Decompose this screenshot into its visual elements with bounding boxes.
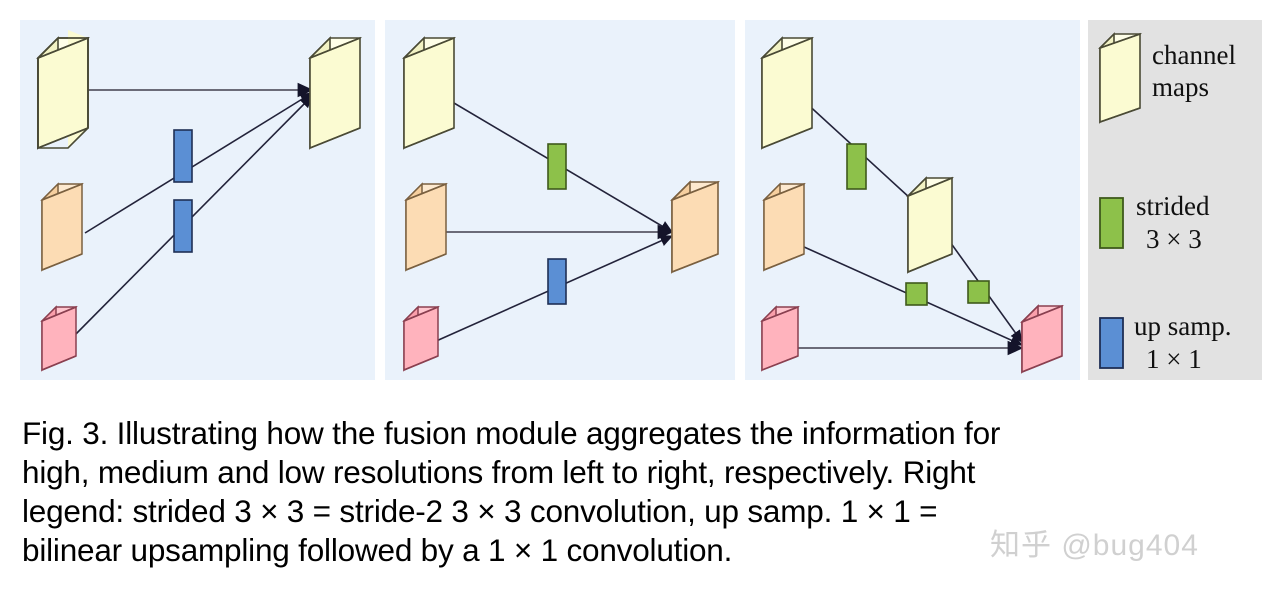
panel-1-source-low-res-cuboid bbox=[40, 305, 78, 372]
legend-channel-maps-label-line-1: channel bbox=[1152, 40, 1236, 70]
legend-channel-maps-label-line-2: maps bbox=[1152, 72, 1209, 102]
panel-1-upsample-block-1 bbox=[173, 129, 193, 183]
panel-2-source-high-res-cuboid bbox=[402, 36, 456, 150]
panel-2-source-low-res-cuboid bbox=[402, 305, 440, 372]
caption-line-2: high, medium and low resolutions from le… bbox=[22, 454, 976, 490]
panel-2-output-medium-res-cuboid bbox=[670, 180, 720, 274]
panel-3-strided-block-3 bbox=[967, 280, 990, 304]
panel-2-strided-block bbox=[547, 143, 567, 190]
panel-3-output-low-res-cuboid bbox=[1020, 304, 1064, 374]
panel-1-source-medium-res-cuboid bbox=[40, 182, 84, 272]
panel-3-strided-block-1 bbox=[846, 143, 867, 190]
panel-1-source-high-res-cuboid bbox=[36, 30, 90, 150]
panel-1-output-high-res-cuboid bbox=[308, 36, 362, 150]
legend-strided-label-line-2: 3 × 3 bbox=[1146, 224, 1202, 254]
panel-3-source-medium-res-cuboid bbox=[762, 182, 806, 272]
caption-line-3: legend: strided 3 × 3 = stride-2 3 × 3 c… bbox=[22, 493, 938, 529]
caption-line-4: bilinear upsampling followed by a 1 × 1 … bbox=[22, 532, 733, 568]
panel-2-source-medium-res-cuboid bbox=[404, 182, 448, 272]
caption-line-1: Fig. 3. Illustrating how the fusion modu… bbox=[22, 415, 1001, 451]
panel-1-upsample-block-2 bbox=[173, 199, 193, 253]
panel-3-intermediate-cuboid bbox=[906, 176, 954, 274]
legend-strided-label-line-1: strided bbox=[1136, 191, 1210, 221]
legend-upsample-swatch bbox=[1099, 317, 1124, 369]
legend-upsample-label-line-1: up samp. bbox=[1134, 311, 1232, 341]
legend-strided-swatch bbox=[1099, 197, 1124, 249]
fusion-module-diagram: channel maps strided 3 × 3 up samp. 1 × … bbox=[20, 20, 1262, 380]
panel-3-source-high-res-cuboid bbox=[760, 36, 814, 150]
panel-3-source-low-res-cuboid bbox=[760, 305, 800, 372]
figure-caption: Fig. 3. Illustrating how the fusion modu… bbox=[22, 414, 1262, 570]
legend-upsample-label-line-2: 1 × 1 bbox=[1146, 344, 1202, 374]
panel-3-strided-block-2 bbox=[905, 282, 928, 306]
legend-channel-maps-swatch bbox=[1098, 32, 1142, 124]
edge-medium-to-high bbox=[84, 92, 314, 234]
panel-2-upsample-block bbox=[547, 258, 567, 305]
